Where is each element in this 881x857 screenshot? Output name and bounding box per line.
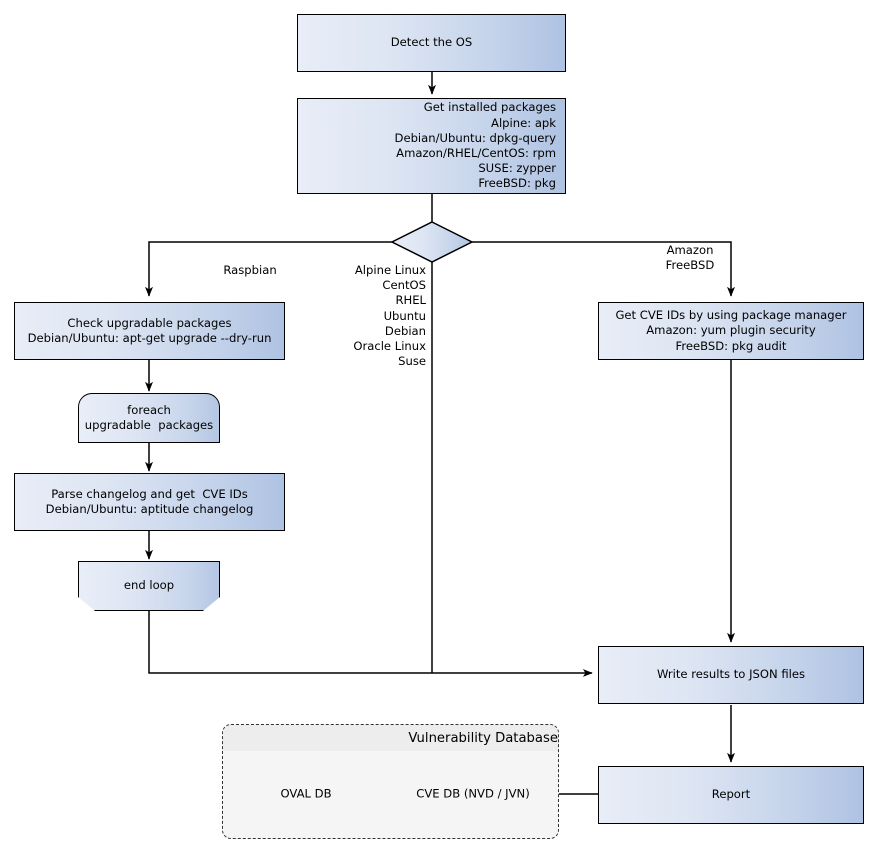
vulnerability-database-group: Vulnerability Database — [222, 724, 559, 839]
edge-label-raspbian: Raspbian — [223, 263, 277, 277]
node-parse-changelog-label: Parse changelog and get CVE IDs Debian/U… — [45, 486, 254, 516]
node-write-results-label: Write results to JSON files — [656, 667, 806, 682]
node-write-results[interactable]: Write results to JSON files — [598, 646, 864, 704]
node-check-upgradable-packages[interactable]: Check upgradable packages Debian/Ubuntu:… — [14, 302, 285, 360]
node-foreach-loop-start[interactable]: foreach upgradable packages — [78, 393, 220, 443]
node-detect-os[interactable]: Detect the OS — [297, 14, 566, 72]
vulnerability-database-title: Vulnerability Database — [223, 725, 558, 751]
node-get-installed-packages[interactable]: Get installed packages Alpine: apk Debia… — [297, 98, 566, 194]
database-cve-label: CVE DB (NVD / JVN) — [416, 786, 530, 801]
node-check-upgradable-packages-label: Check upgradable packages Debian/Ubuntu:… — [27, 315, 272, 345]
database-cve-label-wrap[interactable]: CVE DB (NVD / JVN) — [403, 762, 543, 823]
node-detect-os-label: Detect the OS — [390, 35, 473, 50]
node-get-cve-ids-label: Get CVE IDs by using package manager Ama… — [615, 308, 847, 353]
node-end-loop[interactable]: end loop — [78, 561, 220, 611]
edge-label-amazon-freebsd: Amazon FreeBSD — [665, 243, 715, 273]
node-parse-changelog[interactable]: Parse changelog and get CVE IDs Debian/U… — [14, 473, 285, 531]
database-oval-label: OVAL DB — [280, 786, 332, 801]
edge-label-center-os-list: Alpine Linux CentOS RHEL Ubuntu Debian O… — [353, 263, 426, 369]
node-report[interactable]: Report — [598, 766, 864, 824]
database-oval-label-wrap[interactable]: OVAL DB — [236, 762, 376, 823]
decision-diamond — [390, 221, 474, 263]
node-get-installed-packages-label: Get installed packages Alpine: apk Debia… — [394, 100, 556, 191]
node-end-loop-label: end loop — [123, 578, 175, 593]
node-get-cve-ids[interactable]: Get CVE IDs by using package manager Ama… — [598, 302, 864, 360]
node-foreach-loop-start-label: foreach upgradable packages — [84, 402, 214, 432]
node-report-label: Report — [711, 787, 751, 802]
